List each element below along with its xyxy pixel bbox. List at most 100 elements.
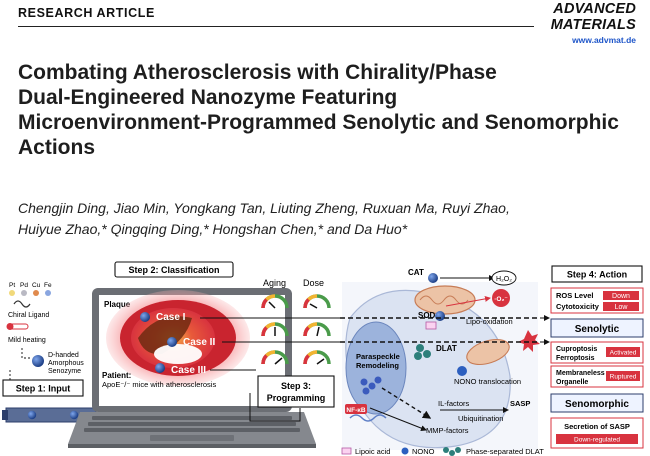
case2-nanoparticle: [167, 337, 177, 347]
senomorphic-label: Senomorphic: [565, 399, 629, 410]
syringe-icon: [2, 407, 112, 423]
nucleus: [345, 321, 407, 415]
sod-label: SOD: [418, 311, 436, 320]
metal-label: Pd: [20, 282, 28, 289]
ruptured-chip: [606, 371, 640, 381]
nfkb-badge: [345, 404, 367, 414]
gauge-aging-1: [261, 294, 289, 309]
metal-label: Cu: [32, 282, 41, 289]
case3-label: Case III: [171, 365, 206, 376]
metal-dot: [33, 290, 39, 296]
cytotoxicity-label: Cytotoxicity: [556, 302, 600, 311]
patient-label: Patient:: [102, 371, 131, 380]
header-divider: [18, 26, 534, 27]
input-panel: Pt Pd Cu Fe Chiral Ligand Mild heating D…: [2, 282, 84, 397]
dna-icon: [349, 414, 387, 422]
cat-label: CAT: [408, 268, 424, 277]
nono-particle: [457, 366, 467, 376]
nfkb-label: NF-κB: [346, 407, 365, 414]
metal-label: Fe: [44, 282, 52, 289]
gauge-dose-3: [303, 350, 331, 365]
cytotoxicity-value-chip: [603, 302, 639, 311]
mitochondria-icon: [414, 285, 476, 315]
case3-connector: [249, 393, 301, 422]
metal-dot: [9, 290, 15, 296]
nono-swatch: [401, 447, 409, 455]
sod-arrow: [445, 295, 491, 307]
cell-panel: Paraspeckle Remodeling NF-κB CAT H₂O₂ SO…: [342, 268, 540, 450]
burst-icon: [518, 330, 540, 352]
ubiquitination-label: Ubiquitination: [458, 414, 503, 423]
ros-value: Down: [612, 293, 630, 300]
lipo-oxidation-label: Lipo-oxidation: [466, 317, 513, 326]
case2-label: Case II: [183, 337, 215, 348]
paraspeckle-label: Paraspeckle: [356, 352, 400, 361]
phase-dlat-cluster: [414, 344, 431, 360]
membraneless-label: Membraneless: [556, 370, 605, 377]
legend-lipoic-acid: Lipoic acid: [355, 447, 390, 456]
action-panel: Step 4: Action ROS Level Down Cytotoxici…: [540, 265, 644, 449]
figure-legend: Lipoic acid NONO Phase-separated DLAT: [341, 447, 544, 456]
nono-translocation-label: NONO translocation: [454, 377, 521, 386]
gauge-aging-3: [261, 350, 289, 365]
nono-cluster: [360, 376, 382, 395]
step4-box: [551, 265, 643, 283]
author-line: Huiyue Zhao,* Qingqing Ding,* Hongshan C…: [18, 221, 408, 237]
author-list: Chengjin Ding, Jiao Min, Yongkang Tan, L…: [18, 198, 638, 240]
paraspeckle-label: Remodeling: [356, 361, 399, 370]
legend-nono: NONO: [412, 447, 435, 456]
step3-label: Step 3:: [281, 381, 311, 391]
flow-connector: [21, 348, 30, 359]
senozyme-label: Senozyme: [48, 368, 81, 375]
journal-logo-line2: MATERIALS: [550, 16, 636, 33]
superoxide-label: ·O₂⁻: [494, 296, 508, 303]
lipoic-acid-swatch: [341, 447, 352, 455]
step3-box: [257, 375, 335, 408]
metal-dot: [45, 290, 51, 296]
gauge-header-dose: Dose: [303, 278, 324, 288]
down-regulated-chip: [556, 434, 638, 444]
chiral-ligand-icon: [13, 300, 31, 308]
gauge-aging-2: [261, 322, 289, 337]
chiral-ligand-label: Chiral Ligand: [8, 312, 49, 319]
step1-label: Step 1: Input: [16, 384, 71, 394]
legend-phase-dlat: Phase-separated DLAT: [466, 447, 544, 456]
h2o2-label: H₂O₂: [496, 276, 512, 283]
sasp-label: SASP: [510, 399, 530, 408]
step4-label: Step 4: Action: [567, 270, 627, 280]
mild-heating-label: Mild heating: [8, 337, 46, 344]
senozyme-label: D-handed: [48, 352, 79, 359]
activated-value: Activated: [610, 350, 637, 357]
gauge-grid: [261, 294, 331, 365]
step1-box: [2, 379, 84, 397]
senolytic-label: Senolytic: [575, 324, 620, 335]
title-line: Microenvironment-Programmed Senolytic an…: [18, 111, 619, 134]
journal-url[interactable]: www.advmat.de: [572, 35, 636, 45]
ros-label: ROS Level: [556, 291, 594, 300]
superoxide-icon: [492, 289, 510, 307]
dlat-label: DLAT: [436, 344, 457, 353]
case1-label: Case I: [156, 312, 186, 323]
ros-value-chip: [603, 291, 639, 300]
gauge-dose-1: [303, 294, 331, 309]
h2o2-bubble: [491, 270, 517, 286]
ruptured-value: Ruptured: [610, 374, 637, 381]
activated-chip: [606, 347, 640, 357]
title-line: Combating Atherosclerosis with Chirality…: [18, 61, 497, 84]
senolytic-box: [550, 318, 644, 338]
title-line: Dual-Engineered Nanozyme Featuring: [18, 86, 398, 109]
journal-logo: ADVANCED MATERIALS www.advmat.de: [551, 2, 636, 45]
author-line: Chengjin Ding, Jiao Min, Yongkang Tan, L…: [18, 200, 510, 216]
patient-description: ApoE⁻/⁻ mice with atherosclerosis: [102, 380, 216, 389]
title-line: Actions: [18, 136, 96, 159]
step3-label: Programming: [267, 393, 326, 403]
plaque-label: Plaque: [104, 300, 131, 309]
article-title: Combating Atherosclerosis with Chirality…: [18, 60, 638, 160]
lipoic-acid-chip: [425, 321, 437, 330]
mmp-factors-label: MMP-factors: [426, 426, 469, 435]
metal-label: Pt: [9, 282, 15, 289]
metal-dot: [21, 290, 27, 296]
step2-box: [114, 261, 234, 278]
cat-nanoparticle: [428, 273, 438, 283]
case1-nanoparticle: [140, 312, 150, 322]
